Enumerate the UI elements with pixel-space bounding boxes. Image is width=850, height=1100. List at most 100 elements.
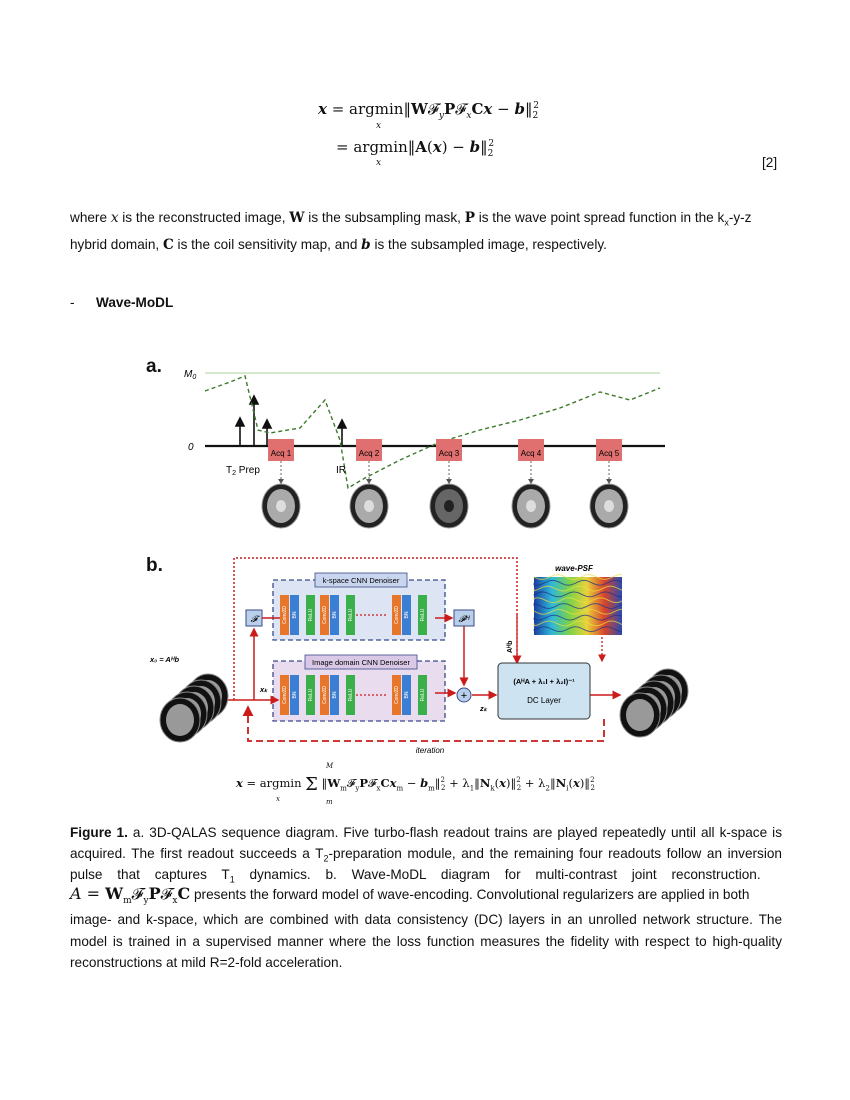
- figure-a-label: a.: [146, 356, 162, 377]
- wave-modl-diagram: k-space CNN Denoiser Image domain CNN De…: [149, 557, 689, 755]
- layer-conv2d-3: [320, 595, 329, 635]
- loss-sum-top: M: [326, 762, 334, 770]
- input-brain-stack: [159, 673, 229, 743]
- acq-box-1: [268, 439, 294, 461]
- acq-arrowhead-4: [528, 479, 534, 484]
- psf-stripe-1: [533, 579, 623, 586]
- layer-label-7: BN: [404, 691, 410, 698]
- image-title: Image domain CNN Denoiser: [312, 658, 410, 667]
- caption-line-5: image- and k-space, which are combined w…: [70, 912, 782, 927]
- layer-label-3: Conv2D: [322, 686, 328, 704]
- brain-thumb-core-1: [276, 500, 286, 512]
- t2prep-pulses: [234, 394, 273, 446]
- layer-label-0: Conv2D: [282, 606, 288, 624]
- psf-stripe-2: [533, 585, 623, 592]
- layer-relu-5: [346, 595, 355, 635]
- loss-equation: x = argmin Σ ‖Wm𝓕yP𝓕xCxm − bm‖22 + λ1‖Nk…: [236, 774, 595, 795]
- equation-line-1: x = argmin‖W𝓕yP𝓕xCx − b‖22: [318, 100, 539, 121]
- caption-line-7: reconstructions at mild R=2-fold acceler…: [70, 955, 343, 970]
- brain-slice-inner-0: [166, 704, 194, 736]
- psf-stripe-7: [533, 614, 623, 621]
- ahb-label: Aᴴb: [507, 641, 514, 653]
- layer-label-1: BN: [292, 691, 298, 698]
- dc-formula: (AᴴA + λ₁I + λ₂I)⁻¹: [513, 677, 575, 686]
- layer-bn-1: [290, 595, 299, 635]
- figure-b-label: b.: [146, 555, 163, 576]
- acq-arrowhead-5: [606, 479, 612, 484]
- acq-arrowhead-3: [446, 479, 452, 484]
- sum-label: +: [461, 690, 467, 702]
- eq-sub-y: y: [438, 111, 444, 121]
- layer-label-5: ReLU: [348, 608, 354, 621]
- eq-sub-x: x: [466, 111, 472, 121]
- brain-thumb-core-5: [604, 500, 614, 512]
- layer-label-8: ReLU: [420, 608, 426, 621]
- acq-box-5: [596, 439, 622, 461]
- dc-layer-box: [497, 662, 591, 720]
- sum-node: [456, 687, 472, 703]
- x0-label: x₀ = Aᴴb: [149, 655, 180, 664]
- layer-conv2d-0: [280, 595, 289, 635]
- zero-label: 0: [188, 442, 194, 453]
- layer-label-5: ReLU: [348, 688, 354, 701]
- t2prep-label: T2 Prep: [226, 465, 260, 477]
- psf-stripe-5: [533, 602, 623, 609]
- acq-arrowhead-1: [278, 479, 284, 484]
- layer-relu-5: [346, 675, 355, 715]
- iteration-loop: [242, 705, 605, 742]
- magnetization-curve: [204, 375, 661, 490]
- acq-label-5: Acq 5: [599, 449, 620, 458]
- loss-sum-bottom: m: [326, 798, 333, 806]
- layer-label-2: ReLU: [308, 688, 314, 701]
- acq-label-3: Acq 3: [439, 449, 460, 458]
- psf-stripe-9: [533, 626, 623, 633]
- acq-label-2: Acq 2: [359, 449, 380, 458]
- layer-conv2d-6: [392, 675, 401, 715]
- layer-label-2: ReLU: [308, 608, 314, 621]
- kspace-title-box: [314, 572, 408, 588]
- acq-box-3: [436, 439, 462, 461]
- layer-relu-2: [306, 595, 315, 635]
- layer-bn-1: [290, 675, 299, 715]
- ir-pulse: [336, 418, 348, 446]
- kspace-denoiser-box: [272, 579, 446, 641]
- acq-box-2: [356, 439, 382, 461]
- zk-label: zₖ: [479, 704, 488, 713]
- eq-argmin-sub-1: x: [376, 121, 382, 131]
- layer-bn-4: [330, 675, 339, 715]
- outer-red-dotted-loop: [233, 557, 522, 700]
- section-bullet: -: [70, 295, 75, 310]
- loss-argmin-sub: x: [276, 795, 280, 803]
- brain-thumbnails: [261, 483, 629, 529]
- layer-bn-7: [402, 595, 411, 635]
- brain-thumb-core-2: [364, 500, 374, 512]
- ifft-label: 𝓕ᴴ: [459, 614, 471, 624]
- caption-line-6: model is trained in a supervised manner …: [70, 934, 782, 949]
- iteration-label: iteration: [416, 746, 445, 755]
- fft-label: 𝓕: [251, 614, 261, 624]
- layer-label-7: BN: [404, 611, 410, 618]
- caption-line-1: Figure 1. a. 3D-QALAS sequence diagram. …: [70, 825, 783, 840]
- caption-line-4: A = Wm𝓕yP𝓕xC presents the forward model …: [70, 884, 750, 907]
- layer-relu-8: [418, 595, 427, 635]
- xk-label: xₖ: [259, 685, 268, 694]
- layer-label-0: Conv2D: [282, 686, 288, 704]
- caption-line-2: acquired. The first readout succeeds a T…: [70, 846, 782, 864]
- caption-line-3: pulse that captures T1 dynamics. b. Wave…: [70, 867, 761, 885]
- acq-arrowhead-2: [366, 479, 372, 484]
- kspace-title: k-space CNN Denoiser: [323, 576, 400, 585]
- layer-label-8: ReLU: [420, 688, 426, 701]
- wave-psf-image: [533, 574, 623, 635]
- output-brain-stack: [619, 668, 689, 738]
- layer-label-3: Conv2D: [322, 606, 328, 624]
- section-title: Wave-MoDL: [96, 295, 174, 310]
- eq-argmin-sub-2: x: [376, 158, 382, 168]
- brain-slice-inner-0: [626, 699, 654, 731]
- layer-label-4: BN: [332, 691, 338, 698]
- layer-relu-2: [306, 675, 315, 715]
- m0-label: M0: [184, 369, 196, 381]
- acq-label-4: Acq 4: [521, 449, 542, 458]
- psf-stripe-6: [533, 608, 623, 615]
